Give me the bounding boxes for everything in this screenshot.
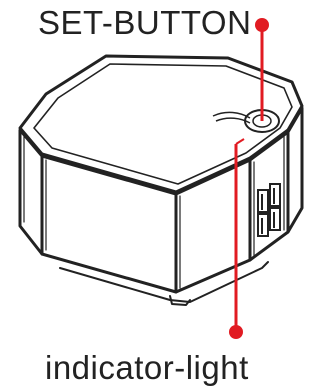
device-body xyxy=(18,54,304,306)
indicator-light-icon xyxy=(235,138,245,145)
indicator-light-callout xyxy=(229,144,243,339)
indicator-light-label: indicator-light xyxy=(45,349,249,386)
set-button-label: SET-BUTTON xyxy=(38,4,252,41)
set-button-callout xyxy=(255,18,269,121)
side-connector xyxy=(257,183,281,237)
